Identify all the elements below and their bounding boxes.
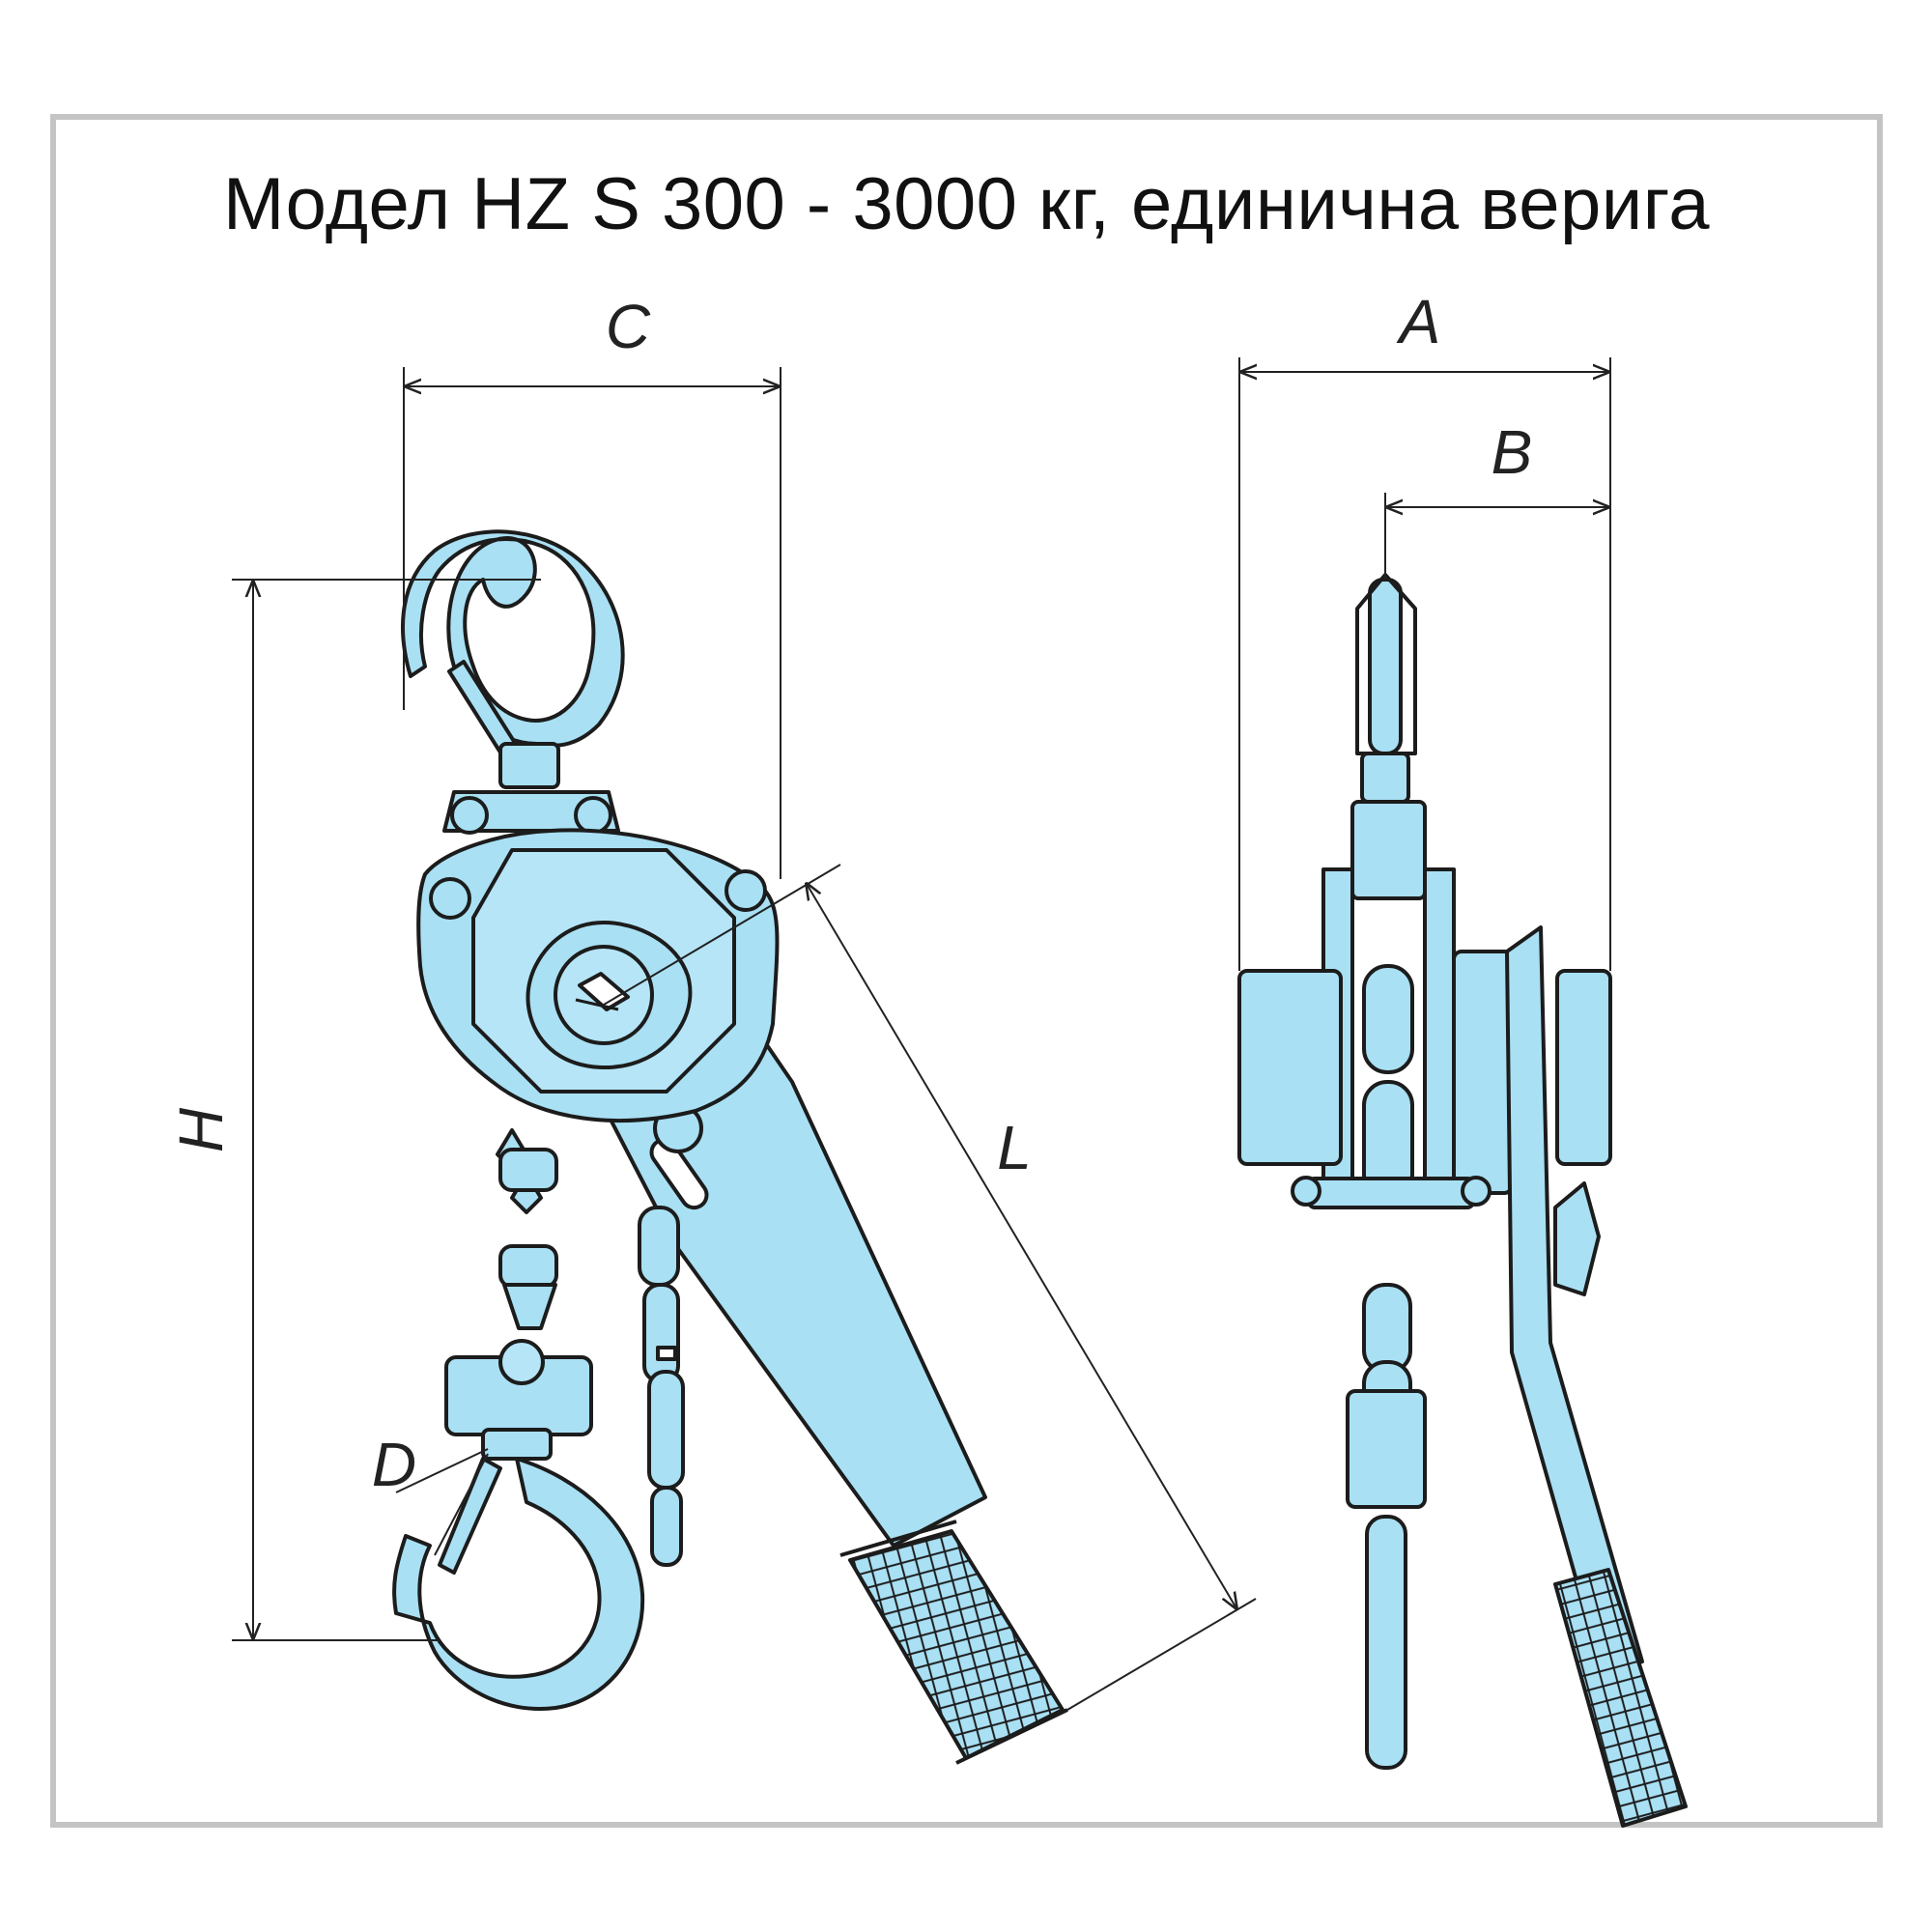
dim-label-d: D bbox=[372, 1430, 416, 1499]
side-upper-frame bbox=[1350, 800, 1427, 900]
yoke-bolt-left bbox=[450, 796, 489, 835]
dimension-lines bbox=[232, 357, 1611, 1711]
side-grip bbox=[1553, 1568, 1688, 1828]
side-top-hook bbox=[1368, 578, 1403, 755]
bottom-hook-latch bbox=[438, 1457, 502, 1575]
top-hook bbox=[401, 529, 625, 748]
dim-label-c: C bbox=[606, 292, 651, 361]
side-lever-catch bbox=[1553, 1181, 1601, 1296]
lever-grip bbox=[848, 1529, 1065, 1760]
bottom-hook-swivel bbox=[481, 1428, 553, 1461]
hand-chain bbox=[638, 1206, 685, 1567]
housing-bolt-right bbox=[724, 869, 767, 912]
dim-l-ext-bottom bbox=[1066, 1598, 1257, 1711]
front-view bbox=[392, 529, 1068, 1765]
dim-l-ext-top bbox=[603, 864, 841, 1006]
yoke-bolt-right bbox=[574, 796, 612, 835]
side-view bbox=[1237, 573, 1688, 1828]
diagram-title: Модел HZ S 300 - 3000 кг, единична вериг… bbox=[222, 163, 1711, 245]
side-bottom-block bbox=[1346, 1389, 1427, 1509]
side-lever bbox=[1505, 925, 1644, 1678]
dim-label-a: A bbox=[1396, 287, 1441, 356]
bottom-block-bolt bbox=[498, 1339, 545, 1385]
side-plate-right bbox=[1423, 867, 1456, 1180]
dim-d-leader-2 bbox=[434, 1453, 489, 1556]
side-bottom-hook bbox=[1365, 1515, 1407, 1770]
dim-label-l: L bbox=[997, 1113, 1032, 1182]
side-right-drum bbox=[1555, 969, 1612, 1166]
side-chain-link-1 bbox=[1362, 964, 1414, 1074]
housing-bolt-left bbox=[429, 877, 471, 920]
dim-d-leader bbox=[395, 1448, 489, 1493]
dim-l-line bbox=[807, 884, 1236, 1608]
side-bolt-right bbox=[1461, 1176, 1492, 1207]
side-left-drum bbox=[1237, 969, 1343, 1166]
side-bolt-left bbox=[1291, 1176, 1321, 1207]
center-shaft-icon bbox=[578, 972, 630, 1011]
side-hand-wheel bbox=[1452, 950, 1514, 1195]
dim-label-b: B bbox=[1492, 417, 1533, 487]
side-lower-link-1 bbox=[1362, 1283, 1412, 1374]
load-chain bbox=[496, 1128, 558, 1330]
dim-label-h: H bbox=[166, 1107, 236, 1152]
handle-slot bbox=[649, 1137, 709, 1210]
top-hook-shank bbox=[498, 742, 560, 789]
bottom-hook bbox=[392, 1457, 645, 1711]
